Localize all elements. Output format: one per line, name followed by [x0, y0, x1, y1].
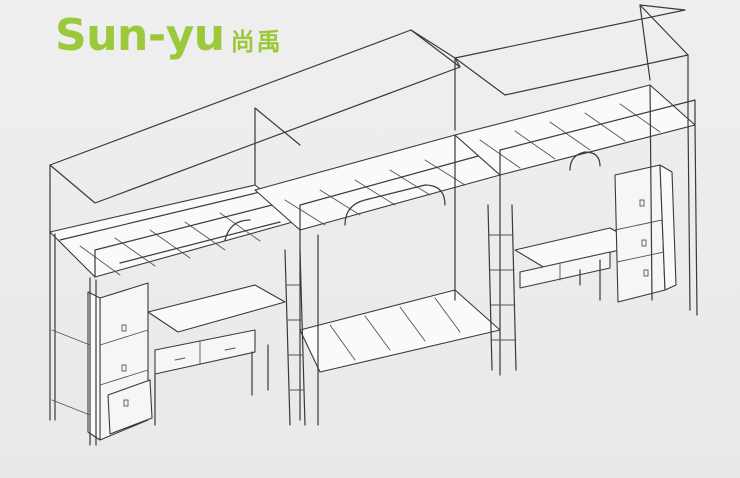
- middle-bunk: [254, 134, 501, 426]
- brand-logo-cjk: 尚禹: [230, 28, 283, 56]
- left-wardrobe: [87, 282, 153, 441]
- brand-logo-latin: Sun-yu: [55, 10, 225, 61]
- canopy-frame: [49, 4, 689, 233]
- right-loft-bed: [454, 84, 698, 316]
- right-wardrobe: [614, 164, 677, 303]
- left-ladder: [284, 249, 306, 426]
- brand-logo: Sun-yu 尚禹: [55, 14, 283, 58]
- left-desk: [147, 284, 286, 426]
- right-ladder: [487, 204, 517, 371]
